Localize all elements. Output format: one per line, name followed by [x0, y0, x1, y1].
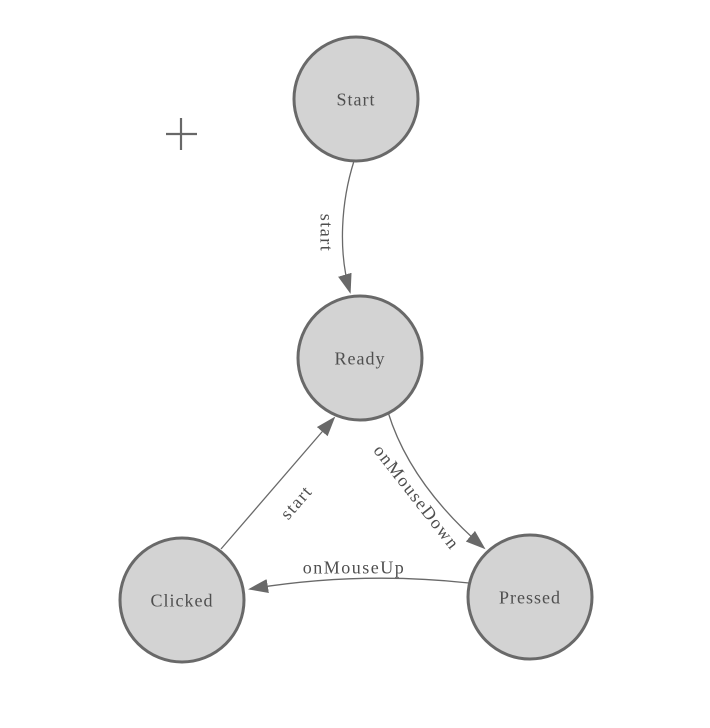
edge-clicked-to-ready[interactable] [220, 416, 336, 550]
edge-ready-to-pressed[interactable] [387, 411, 486, 550]
node-clicked[interactable]: Clicked [118, 536, 246, 664]
edge-start-to-ready[interactable] [338, 160, 355, 294]
edge-label-onmousedown: onMouseDown [370, 441, 464, 554]
node-start[interactable]: Start [292, 35, 420, 163]
edge-label-start-vertical: start [317, 214, 337, 253]
node-clicked-circle[interactable] [118, 536, 246, 664]
node-pressed-circle[interactable] [466, 533, 594, 661]
edge-label-start-diagonal: start [276, 481, 316, 523]
node-ready-circle[interactable] [296, 294, 424, 422]
edges-layer [220, 160, 486, 593]
node-ready[interactable]: Ready [296, 294, 424, 422]
plus-icon[interactable] [166, 118, 197, 150]
node-start-circle[interactable] [292, 35, 420, 163]
edge-pressed-to-clicked[interactable] [248, 577, 470, 593]
node-pressed[interactable]: Pressed [466, 533, 594, 661]
edge-label-onmouseup: onMouseUp [303, 557, 406, 577]
